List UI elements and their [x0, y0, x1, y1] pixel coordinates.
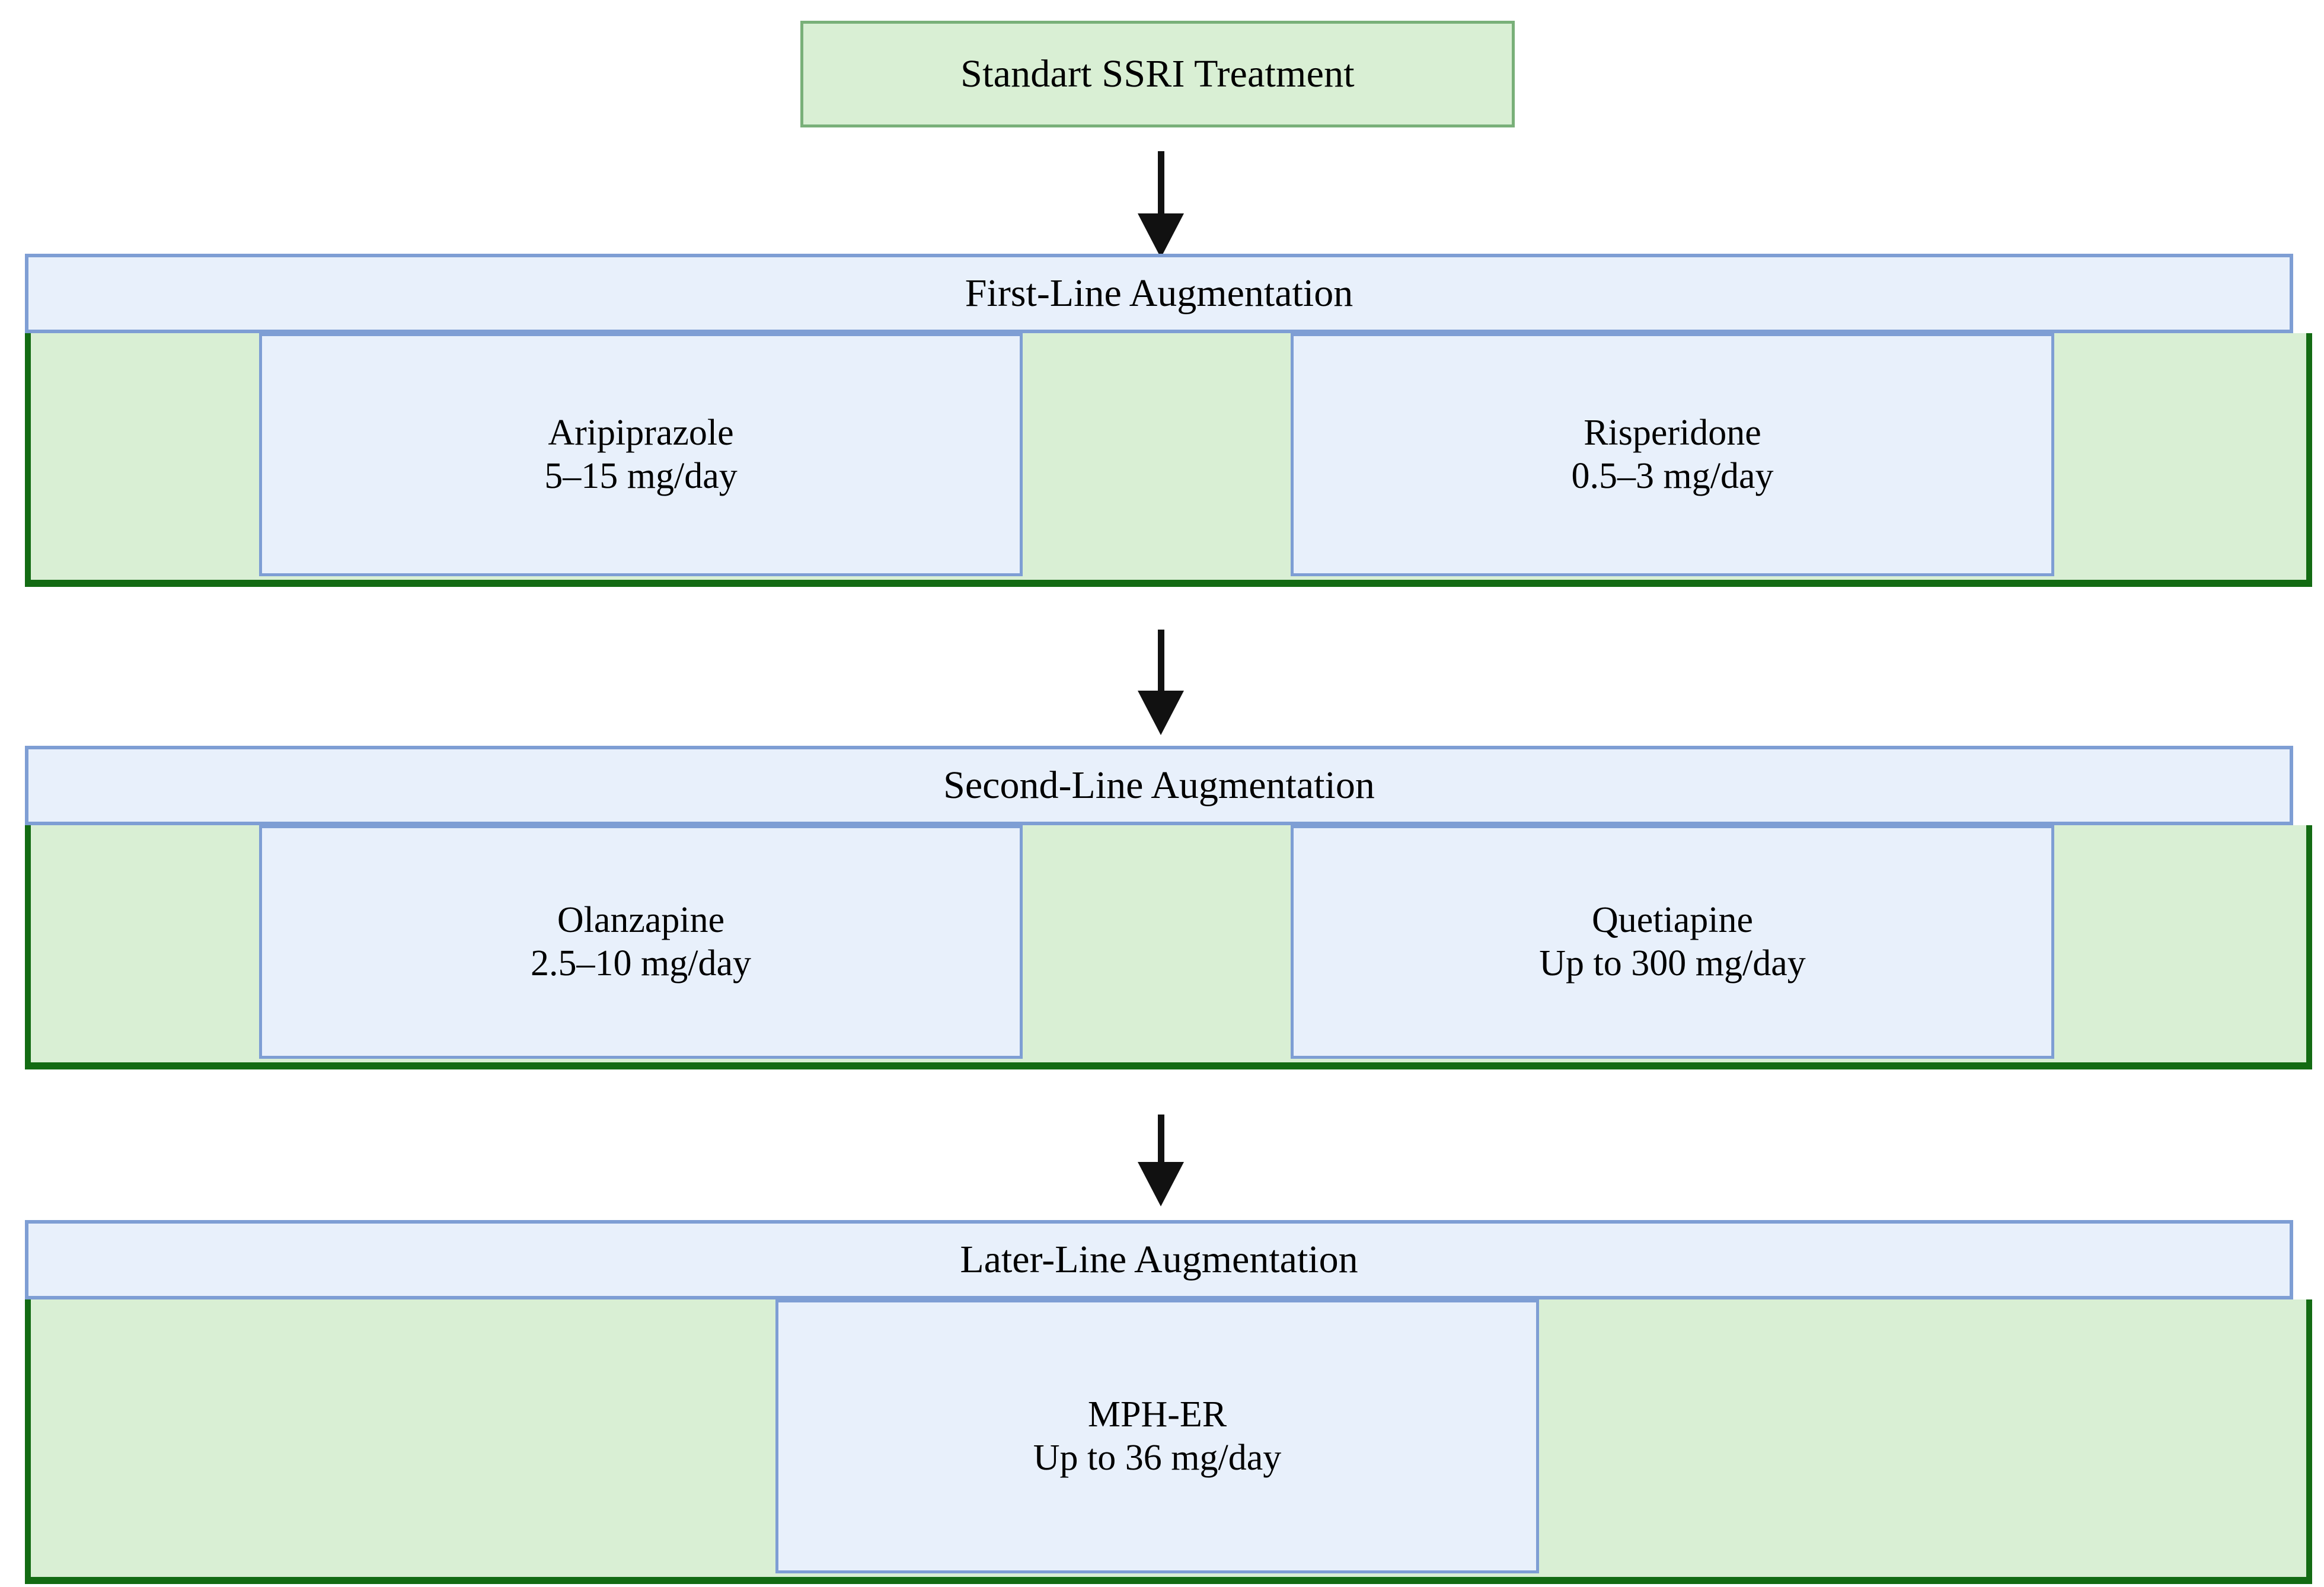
drug-dose-label: 0.5–3 mg/day — [1571, 456, 1774, 496]
stage-header-first-line[interactable]: First-Line Augmentation — [25, 254, 2293, 333]
arrow-head — [1138, 691, 1184, 735]
drug-box-aripiprazole[interactable]: Aripiprazole 5–15 mg/day — [259, 333, 1023, 576]
start-node-label: Standart SSRI Treatment — [960, 52, 1355, 96]
drug-name-label: Olanzapine — [557, 899, 725, 940]
arrow-head — [1138, 213, 1184, 258]
drug-dose-label: 2.5–10 mg/day — [531, 943, 751, 984]
stage-title-label: First-Line Augmentation — [965, 272, 1353, 315]
stage-header-later-line[interactable]: Later-Line Augmentation — [25, 1220, 2293, 1299]
arrow-down-icon-1 — [1131, 151, 1190, 258]
drug-name-label: Aripiprazole — [548, 412, 734, 453]
drug-box-quetiapine[interactable]: Quetiapine Up to 300 mg/day — [1291, 825, 2054, 1059]
arrow-shaft — [1157, 630, 1164, 692]
drug-name-label: Risperidone — [1584, 412, 1761, 453]
stage-title-label: Second-Line Augmentation — [943, 764, 1375, 807]
arrow-down-icon-3 — [1131, 1115, 1190, 1206]
drug-box-mph-er[interactable]: MPH-ER Up to 36 mg/day — [775, 1299, 1539, 1573]
arrow-down-icon-2 — [1131, 630, 1190, 735]
drug-dose-label: Up to 300 mg/day — [1539, 943, 1806, 984]
drug-box-olanzapine[interactable]: Olanzapine 2.5–10 mg/day — [259, 825, 1023, 1059]
stage-header-second-line[interactable]: Second-Line Augmentation — [25, 746, 2293, 825]
drug-box-risperidone[interactable]: Risperidone 0.5–3 mg/day — [1291, 333, 2054, 576]
drug-dose-label: Up to 36 mg/day — [1033, 1438, 1282, 1478]
arrow-head — [1138, 1162, 1184, 1206]
arrow-shaft — [1157, 151, 1164, 216]
drug-name-label: MPH-ER — [1087, 1394, 1227, 1435]
drug-name-label: Quetiapine — [1591, 899, 1753, 940]
start-node-standart-ssri-treatment[interactable]: Standart SSRI Treatment — [800, 21, 1515, 127]
stage-title-label: Later-Line Augmentation — [960, 1238, 1358, 1282]
drug-dose-label: 5–15 mg/day — [544, 456, 738, 496]
arrow-shaft — [1157, 1115, 1164, 1163]
